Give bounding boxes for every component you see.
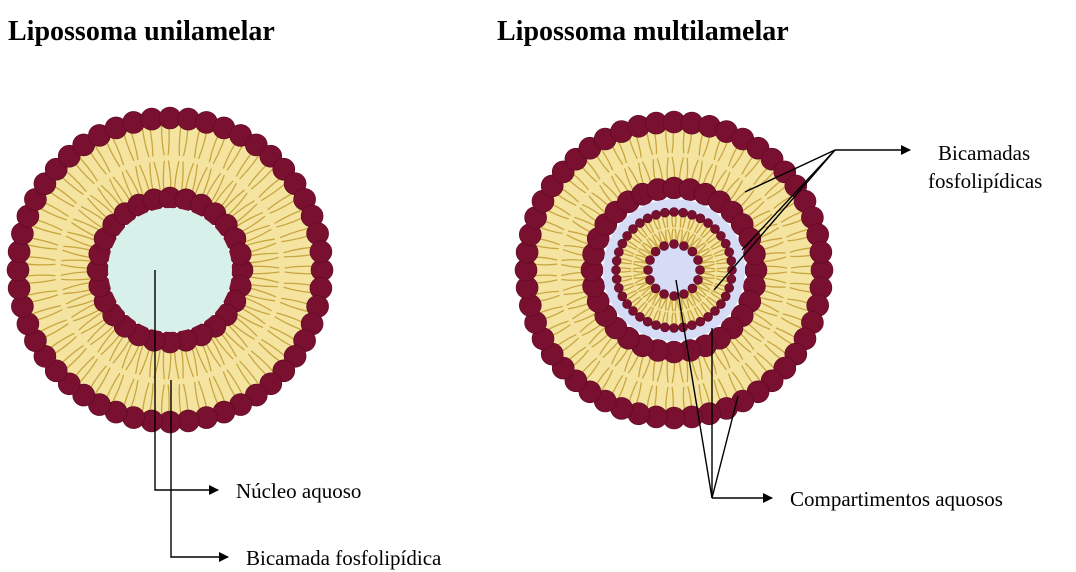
- phospholipid-head: [310, 241, 332, 263]
- title-unilamellar: Lipossoma unilamelar: [8, 16, 275, 47]
- title-multilamellar: Lipossoma multilamelar: [497, 16, 789, 47]
- phospholipid-head: [612, 266, 621, 275]
- phospholipid-head: [725, 248, 734, 257]
- phospholipid-head: [696, 266, 705, 275]
- phospholipid-head: [679, 242, 688, 251]
- phospholipid-head: [618, 292, 627, 301]
- phospholipid-head: [670, 292, 679, 301]
- phospholipid-head: [651, 284, 660, 293]
- label-bilayers-line2: fosfolipídicas: [928, 169, 1042, 193]
- phospholipid-head: [679, 290, 688, 299]
- phospholipid-head: [612, 256, 621, 265]
- phospholipid-head: [646, 256, 655, 265]
- label-aqueous-compartments: Compartimentos aquosos: [790, 487, 1003, 511]
- label-phospholipid-bilayer: Bicamada fosfolipídica: [246, 546, 442, 570]
- phospholipid-head: [660, 242, 669, 251]
- phospholipid-head: [670, 324, 679, 333]
- phospholipid-head: [635, 219, 644, 228]
- phospholipid-head: [694, 275, 703, 284]
- aqueous-compartment-inner: [653, 249, 695, 291]
- phospholipid-head: [670, 240, 679, 249]
- phospholipid-head: [688, 247, 697, 256]
- phospholipid-head: [688, 284, 697, 293]
- phospholipid-head: [660, 290, 669, 299]
- phospholipid-head: [694, 256, 703, 265]
- phospholipid-head: [670, 208, 679, 217]
- phospholipid-head: [644, 266, 653, 275]
- phospholipid-head: [652, 321, 661, 330]
- phospholipid-head: [704, 312, 713, 321]
- phospholipid-head: [646, 275, 655, 284]
- phospholipid-head: [229, 243, 251, 265]
- phospholipid-head: [721, 239, 730, 248]
- phospholipid-head: [727, 275, 736, 284]
- phospholipid-head: [643, 214, 652, 223]
- phospholipid-head: [696, 317, 705, 326]
- phospholipid-head: [721, 292, 730, 301]
- phospholipid-head: [651, 247, 660, 256]
- phospholipid-head: [687, 321, 696, 330]
- phospholipid-head: [716, 231, 725, 240]
- label-bilayers-line1: Bicamadas: [938, 141, 1030, 165]
- phospholipid-head: [614, 248, 623, 257]
- unilamellar-liposome: [7, 107, 333, 433]
- phospholipid-head: [725, 283, 734, 292]
- phospholipid-head: [679, 208, 688, 217]
- phospholipid-head: [652, 210, 661, 219]
- aqueous-core: [108, 208, 232, 332]
- phospholipid-head: [614, 283, 623, 292]
- label-aqueous-core: Núcleo aquoso: [236, 479, 361, 503]
- phospholipid-head: [687, 210, 696, 219]
- phospholipid-head: [660, 208, 669, 217]
- phospholipid-head: [623, 300, 632, 309]
- phospholipid-head: [727, 256, 736, 265]
- phospholipid-head: [612, 275, 621, 284]
- phospholipid-head: [660, 323, 669, 332]
- phospholipid-head: [810, 241, 832, 263]
- phospholipid-head: [696, 214, 705, 223]
- phospholipid-head: [743, 243, 765, 265]
- phospholipid-head: [618, 239, 627, 248]
- multilamellar-liposome: [515, 111, 833, 429]
- phospholipid-head: [643, 317, 652, 326]
